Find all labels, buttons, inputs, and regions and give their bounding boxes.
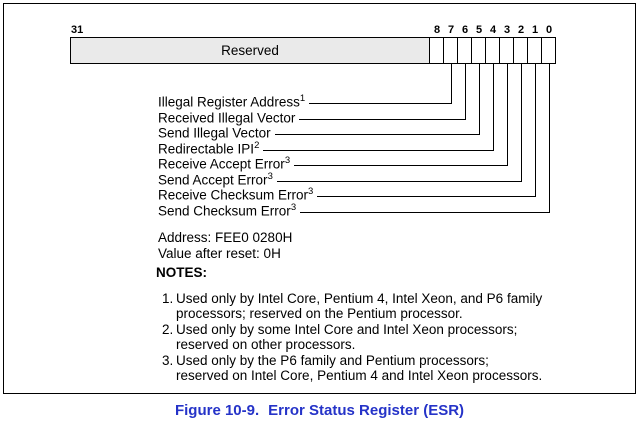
figure-caption: Figure 10-9. Error Status Register (ESR) xyxy=(0,402,639,419)
bit-cell-8 xyxy=(429,38,443,63)
note-number: 1. xyxy=(162,291,174,306)
notes-heading: NOTES: xyxy=(156,265,208,280)
field-label: Redirectable IPI2 xyxy=(158,139,260,156)
reset-value-line: Value after reset: 0H xyxy=(158,245,281,261)
field-row-bit6: Received Illegal Vector xyxy=(158,110,465,126)
connector-line xyxy=(294,156,507,166)
register-info: Address: FEE0 0280H Value after reset: 0… xyxy=(158,230,292,261)
figure-caption-number: Figure 10-9. xyxy=(174,402,260,419)
bit-number-4: 4 xyxy=(489,24,497,36)
bit-number-3: 3 xyxy=(503,24,511,36)
register-bar: Reserved xyxy=(70,37,556,64)
bit-31-label: 31 xyxy=(71,24,84,36)
connector-vertical-bit1 xyxy=(535,64,536,197)
connector-vertical-bit2 xyxy=(521,64,522,182)
bit-number-1: 1 xyxy=(531,24,539,36)
connector-line xyxy=(317,187,535,197)
bit-cell-0 xyxy=(541,38,555,63)
field-label: Receive Checksum Error3 xyxy=(158,186,314,203)
bit-cell-4 xyxy=(485,38,499,63)
notes-list: 1. Used only by Intel Core, Pentium 4, I… xyxy=(162,291,582,383)
connector-vertical-bit7 xyxy=(451,64,452,104)
address-line: Address: FEE0 0280H xyxy=(158,230,293,245)
note-item-1: 1. Used only by Intel Core, Pentium 4, I… xyxy=(162,291,582,322)
note-text: Used only by the P6 family and Pentium p… xyxy=(176,352,543,384)
field-row-bit3: Receive Accept Error3 xyxy=(158,156,507,172)
reserved-field: Reserved xyxy=(71,38,429,63)
bit-number-8: 8 xyxy=(433,24,441,36)
bit-number-0: 0 xyxy=(545,24,553,36)
bit-number-2: 2 xyxy=(517,24,525,36)
field-label: Send Illegal Vector xyxy=(158,125,271,141)
connector-line xyxy=(300,203,549,213)
bit-cell-1 xyxy=(527,38,541,63)
connector-vertical-bit0 xyxy=(549,64,550,213)
note-number: 3. xyxy=(162,352,174,368)
bit-cell-5 xyxy=(471,38,485,63)
bit-cell-7 xyxy=(443,38,457,63)
connector-line xyxy=(309,94,451,104)
connector-vertical-bit4 xyxy=(493,64,494,151)
note-item-2: 2. Used only by some Intel Core and Inte… xyxy=(162,322,582,353)
connector-line xyxy=(299,110,465,120)
note-item-3: 3. Used only by the P6 family and Pentiu… xyxy=(162,353,582,384)
connector-line xyxy=(276,172,521,182)
note-number: 2. xyxy=(162,321,174,337)
bit-number-7: 7 xyxy=(447,24,455,36)
field-label: Received Illegal Vector xyxy=(158,110,296,125)
field-row-bit7: Illegal Register Address1 xyxy=(158,94,451,110)
field-row-bit2: Send Accept Error3 xyxy=(158,170,521,188)
connector-vertical-bit3 xyxy=(507,64,508,166)
connector-line xyxy=(263,141,493,151)
field-row-bit1: Receive Checksum Error3 xyxy=(158,187,535,203)
connector-vertical-bit5 xyxy=(479,64,480,135)
bit-number-6: 6 xyxy=(461,24,469,36)
connector-vertical-bit6 xyxy=(465,64,466,120)
figure-caption-title: Error Status Register (ESR) xyxy=(268,402,465,419)
field-label: Receive Accept Error3 xyxy=(158,155,291,172)
bit-cell-6 xyxy=(457,38,471,63)
bit-number-5: 5 xyxy=(475,24,483,36)
bit-cell-3 xyxy=(499,38,513,63)
connector-line xyxy=(274,125,479,135)
field-label: Send Checksum Error3 xyxy=(158,201,297,218)
field-row-bit0: Send Checksum Error3 xyxy=(158,201,549,219)
field-label: Illegal Register Address1 xyxy=(158,93,306,110)
note-text: Used only by some Intel Core and Intel X… xyxy=(176,321,518,353)
note-text: Used only by Intel Core, Pentium 4, Inte… xyxy=(176,291,543,322)
bit-cell-2 xyxy=(513,38,527,63)
field-row-bit5: Send Illegal Vector xyxy=(158,125,479,141)
field-label: Send Accept Error3 xyxy=(158,170,273,187)
field-row-bit4: Redirectable IPI2 xyxy=(158,139,493,157)
